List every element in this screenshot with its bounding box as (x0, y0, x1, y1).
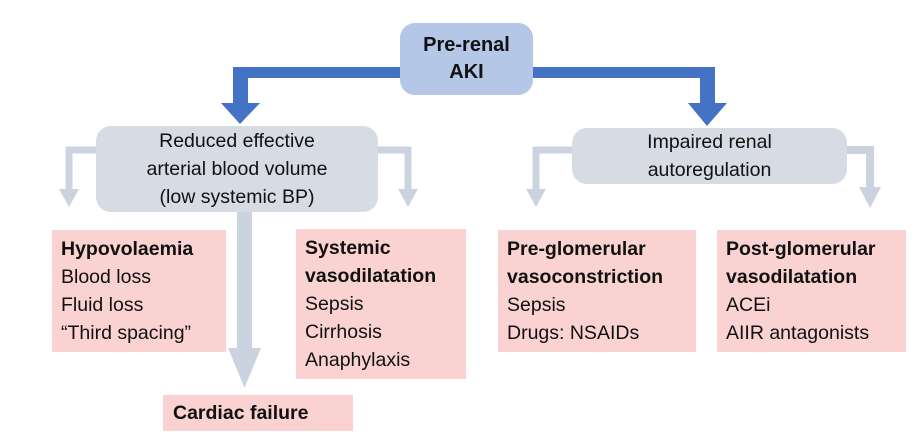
text-line: (low systemic BP) (159, 186, 315, 208)
text-line: Impaired renal (647, 131, 772, 153)
text-line: Sepsis (507, 294, 566, 316)
cause-heading: Systemic vasodilatation (305, 237, 437, 287)
cause-box-cardiac-failure: Cardiac failure (163, 395, 353, 431)
text-line: arterial blood volume (146, 158, 328, 180)
text-line: AIIR antagonists (726, 322, 870, 344)
left-branch-to-systemic-arrow (377, 146, 418, 207)
text-line: Anaphylaxis (305, 349, 411, 371)
left-branch-to-cardiac-arrow (228, 211, 261, 388)
left-branch-to-hypovolaemia-arrow (59, 146, 97, 207)
right-branch-to-preglomerular-arrow (526, 146, 573, 207)
cause-heading: Hypovolaemia (61, 238, 194, 260)
root-node-pre-renal-aki: Pre-renal AKI (400, 23, 533, 95)
root-node-label: Pre-renal AKI (423, 34, 510, 83)
text-line: “Third spacing” (61, 322, 192, 344)
text-line: Blood loss (61, 266, 151, 288)
text-line: Reduced effective (159, 130, 315, 152)
cause-heading: Cardiac failure (173, 402, 309, 424)
cause-heading: Pre-glomerular vasoconstriction (507, 238, 664, 288)
branch-node-impaired-autoregulation: Impaired renal autoregulation (572, 128, 847, 184)
branch-node-reduced-eabv: Reduced effective arterial blood volume (l… (96, 126, 378, 212)
text-line: autoregulation (647, 159, 772, 181)
text-line: Fluid loss (61, 294, 144, 316)
text-line: Sepsis (305, 293, 364, 315)
right-branch-to-postglomerular-arrow (846, 146, 881, 208)
text-line: Cirrhosis (305, 321, 382, 343)
cause-heading: Post-glomerular vasodilatation (726, 238, 876, 288)
text-line: ACEi (726, 294, 771, 316)
text-line: Drugs: NSAIDs (507, 322, 640, 344)
